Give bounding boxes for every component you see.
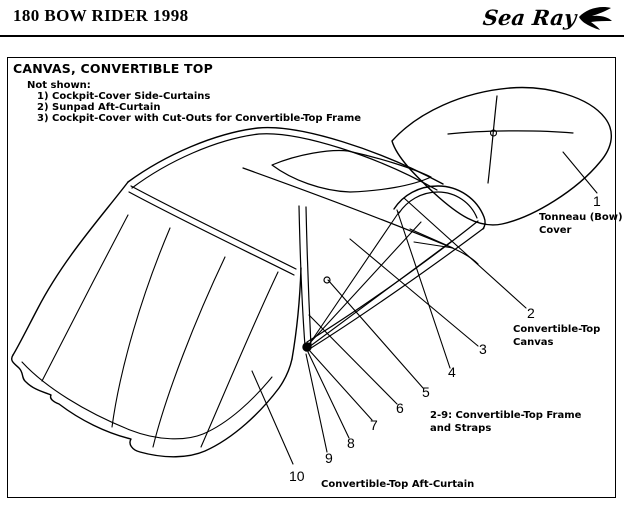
page-title: 180 BOW RIDER 1998 <box>13 6 189 25</box>
diagram-title: CANVAS, CONVERTIBLE TOP <box>13 61 213 76</box>
header-divider <box>0 35 624 37</box>
callout-number-7: 7 <box>370 417 378 433</box>
searay-ray-icon <box>579 7 612 30</box>
callout-number-3: 3 <box>479 341 487 357</box>
label-frame-and-straps: 2-9: Convertible-Top Frame and Straps <box>430 410 582 434</box>
callout-number-5: 5 <box>422 384 430 400</box>
not-shown-item: 3) Cockpit-Cover with Cut-Outs for Conve… <box>37 113 362 124</box>
label-convertible-top-canvas: Convertible-Top Canvas <box>513 324 601 348</box>
callout-number-10: 10 <box>289 468 305 484</box>
callout-number-1: 1 <box>593 193 601 209</box>
searay-logo-text: Sea Ray <box>481 4 578 30</box>
callout-number-2: 2 <box>527 305 535 321</box>
callout-number-9: 9 <box>325 450 333 466</box>
not-shown-heading: Not shown: <box>27 80 91 91</box>
not-shown-list: Not shown: 1) Cockpit-Cover Side-Curtain… <box>27 80 361 124</box>
searay-logo: Sea Ray <box>481 4 614 30</box>
callout-number-6: 6 <box>396 400 404 416</box>
callout-number-8: 8 <box>347 435 355 451</box>
callout-number-4: 4 <box>448 364 456 380</box>
not-shown-item: 2) Sunpad Aft-Curtain <box>37 102 161 113</box>
label-aft-curtain: Convertible-Top Aft-Curtain <box>321 479 475 490</box>
not-shown-item: 1) Cockpit-Cover Side-Curtains <box>37 91 211 102</box>
label-tonneau-cover: Tonneau (Bow) Cover <box>539 212 623 236</box>
